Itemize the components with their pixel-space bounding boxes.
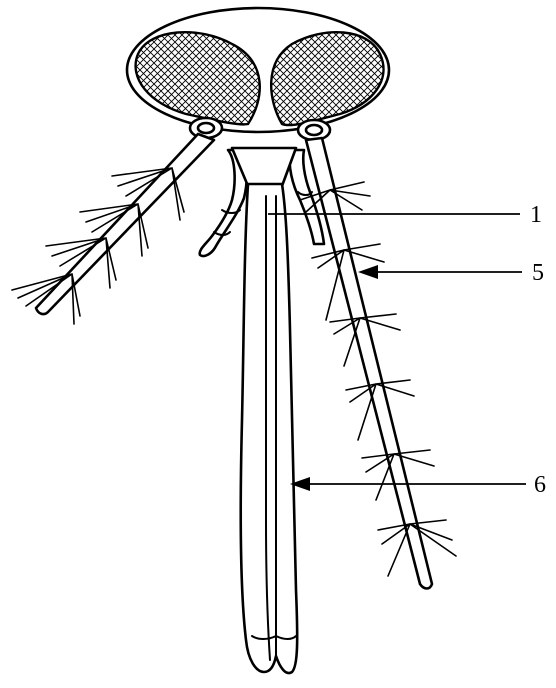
callout-1-label: 1 xyxy=(530,202,542,228)
callout-6-label: 6 xyxy=(534,472,546,498)
proboscis xyxy=(232,148,297,673)
right-antenna xyxy=(298,120,456,589)
callout-5-label: 5 xyxy=(532,260,544,286)
callout-5-arrowhead xyxy=(358,265,378,279)
right-compound-eye xyxy=(271,32,383,125)
left-antenna xyxy=(12,118,222,324)
